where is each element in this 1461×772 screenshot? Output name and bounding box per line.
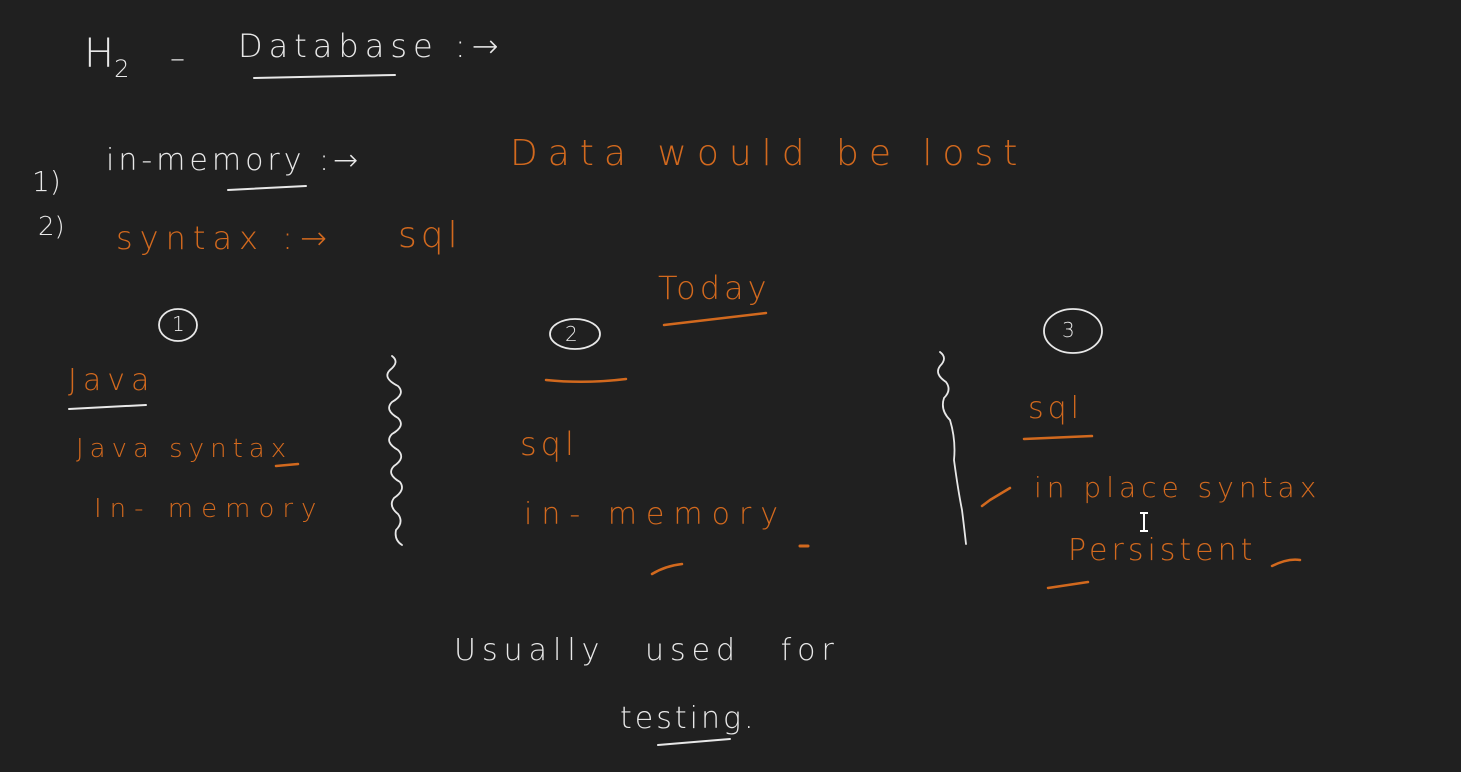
separator-2 <box>937 351 967 545</box>
dash-syntax <box>274 462 300 468</box>
heading-h2: H2 <box>84 34 129 81</box>
column-1-number: 1 <box>172 312 185 336</box>
note-line1: Usually used for <box>454 633 840 668</box>
point-2-number: 2) <box>38 212 65 242</box>
point-2-value: sql <box>398 215 462 256</box>
column-2-line1: sql <box>520 425 578 463</box>
point-1-number: 1) <box>32 165 61 198</box>
heading-dash: – <box>170 41 185 76</box>
check-column-3 <box>980 486 1012 508</box>
heading-subscript: 2 <box>114 55 130 83</box>
heading-h: H <box>84 31 115 77</box>
point-1-value: Data would be lost <box>510 133 1028 174</box>
separator-1 <box>386 355 403 546</box>
underline-column-2 <box>544 377 628 384</box>
column-2-number: 2 <box>565 322 578 346</box>
underline-sql <box>1022 434 1094 441</box>
column-1-line2: In- memory <box>94 494 325 524</box>
underline-persistent <box>1046 580 1090 590</box>
point-2-label: syntax :→ <box>116 219 334 257</box>
dash-persistent <box>1270 558 1302 568</box>
column-1-heading: Java <box>68 363 156 398</box>
column-2-line2: in- memory <box>524 497 788 532</box>
check-column-2 <box>650 562 684 576</box>
point-1-label: in-memory :→ <box>106 143 363 178</box>
column-3-number: 3 <box>1062 318 1075 342</box>
text-cursor-icon <box>1138 512 1150 532</box>
column-3-heading: sql <box>1028 391 1084 426</box>
underline-today <box>662 311 768 327</box>
heading-database: Database :→ <box>238 27 505 65</box>
column-3-line2: Persistent <box>1068 533 1257 568</box>
column-3-line1: in place syntax <box>1034 471 1322 504</box>
underline-database <box>253 74 396 79</box>
underline-testing <box>657 738 731 746</box>
note-line2: testing. <box>620 701 757 736</box>
column-1-line1: Java syntax <box>76 434 293 464</box>
underline-memory <box>227 185 307 191</box>
underline-java <box>68 404 147 410</box>
today-label: Today <box>658 269 771 307</box>
